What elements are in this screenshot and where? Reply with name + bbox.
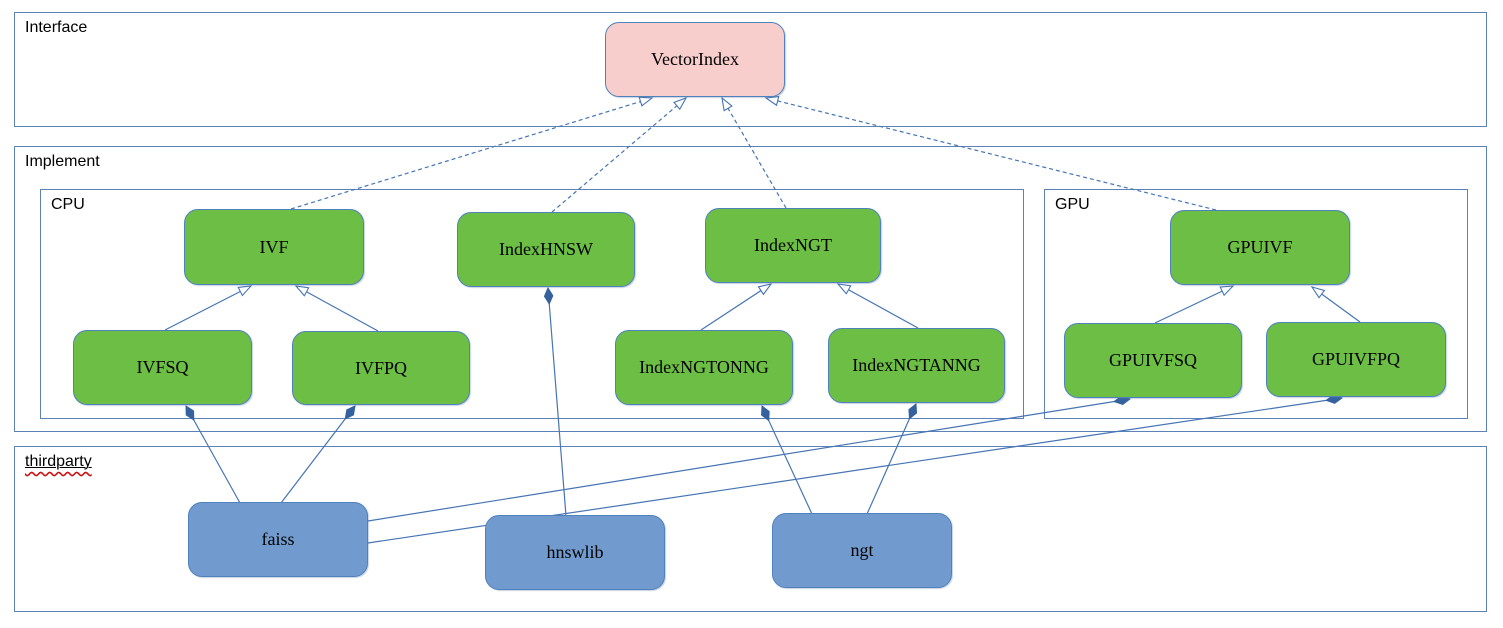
edge-gpuivfsq-gpuivf <box>1154 285 1235 324</box>
thirdparty-label: thirdparty <box>25 453 92 471</box>
gpu-label: GPU <box>1055 196 1090 213</box>
node-ivfpq: IVFPQ <box>292 331 470 405</box>
node-ivfsq: IVFSQ <box>73 330 252 405</box>
node-ivf-label: IVF <box>259 236 289 257</box>
node-indexhnsw-label: IndexHNSW <box>499 239 593 259</box>
node-faiss-label: faiss <box>261 529 295 549</box>
node-gpuivf-label: GPUIVF <box>1227 237 1293 257</box>
node-gpuivf: GPUIVF <box>1170 210 1350 285</box>
edge-indexngtonng-indexngt <box>700 283 773 331</box>
node-gpuivfsq: GPUIVFSQ <box>1064 323 1242 398</box>
edge-gpuivfsq-faiss <box>367 399 1130 522</box>
edge-indexhnsw-hnswlib <box>548 288 567 517</box>
node-gpuivfsq-label: GPUIVFSQ <box>1108 350 1198 370</box>
node-ngt: ngt <box>772 513 952 588</box>
thirdparty-label-text: thirdparty <box>25 453 92 470</box>
node-ivf: IVF <box>184 209 364 285</box>
edge-indexngtanng-indexngt <box>836 283 919 329</box>
cpu-label: CPU <box>51 196 85 213</box>
node-indexngtonng: IndexNGTONNG <box>615 330 793 405</box>
edge-indexngt-vectorindex <box>721 96 787 209</box>
node-vectorindex: VectorIndex <box>605 22 785 97</box>
node-ivfpq-label: IVFPQ <box>354 357 407 378</box>
edge-ivfsq-faiss <box>185 406 241 504</box>
edge-ivfsq-ivf <box>164 285 253 331</box>
edge-gpuivf-vectorindex <box>764 95 1217 211</box>
node-indexhnsw: IndexHNSW <box>457 212 635 287</box>
edge-ivf-vectorindex <box>290 96 654 210</box>
implement-label: Implement <box>25 153 100 170</box>
edge-indexhnsw-vectorindex <box>551 96 688 213</box>
edge-ivfpq-ivf <box>294 285 379 332</box>
node-hnswlib: hnswlib <box>485 515 665 590</box>
node-gpuivfpq-label: GPUIVFPQ <box>1311 349 1401 369</box>
node-indexngtanng-label: IndexNGTANNG <box>852 355 981 375</box>
node-faiss: faiss <box>188 502 368 577</box>
node-ivfsq-label: IVFSQ <box>136 357 189 377</box>
node-hnswlib-label: hnswlib <box>546 542 604 562</box>
edge-indexngtonng-ngt <box>762 406 813 515</box>
node-ngt-label: ngt <box>850 540 874 560</box>
edge-gpuivfpq-gpuivf <box>1310 286 1361 323</box>
edge-ivfpq-faiss <box>280 406 355 504</box>
node-indexngt-label: IndexNGT <box>754 235 832 255</box>
interface-label: Interface <box>25 19 88 36</box>
node-gpuivfpq: GPUIVFPQ <box>1266 322 1446 397</box>
node-indexngt: IndexNGT <box>705 208 881 283</box>
node-vectorindex-label: VectorIndex <box>651 49 739 69</box>
node-indexngtanng: IndexNGTANNG <box>828 328 1005 403</box>
edge-indexngtanng-ngt <box>866 404 916 515</box>
node-indexngtonng-label: IndexNGTONNG <box>639 357 769 377</box>
